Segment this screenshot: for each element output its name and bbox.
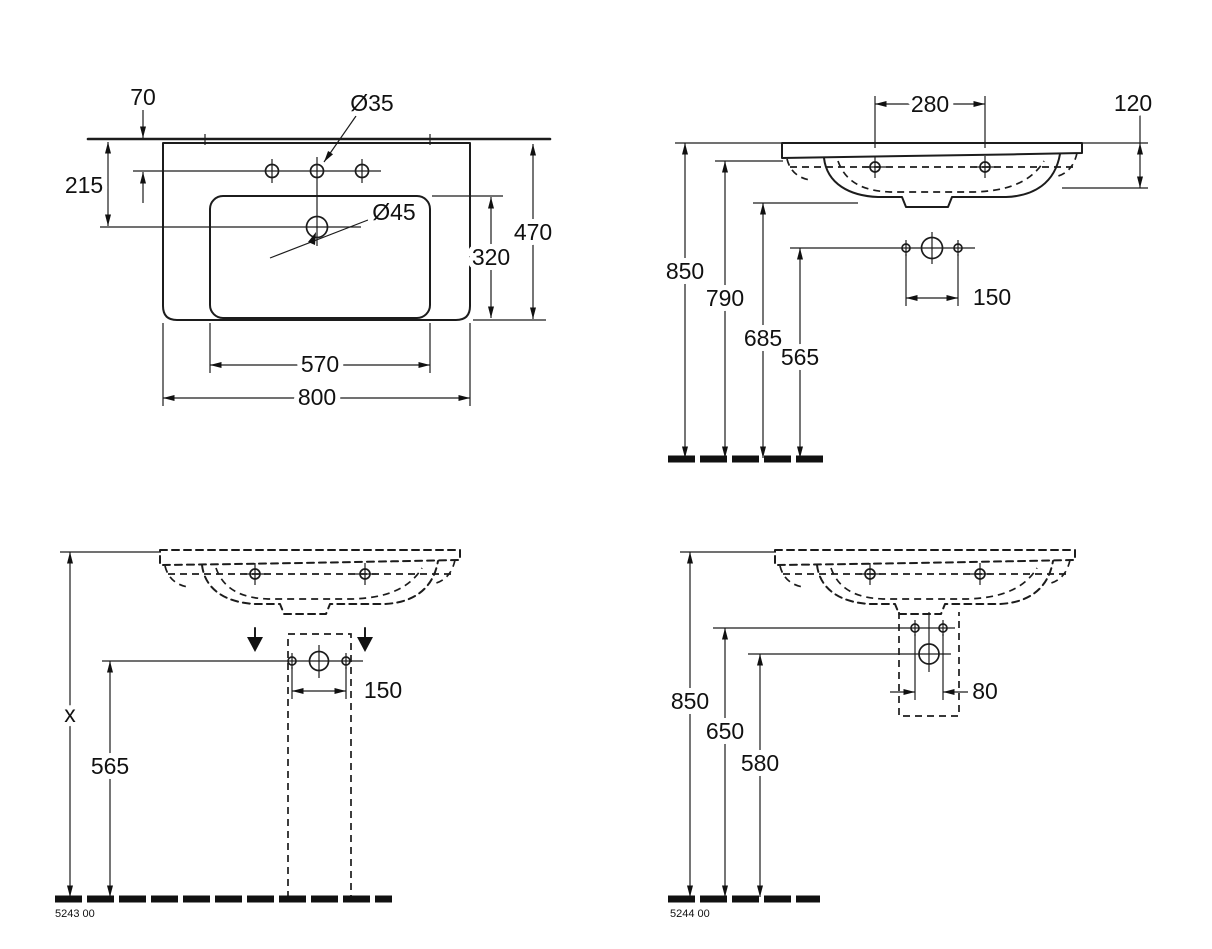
- basin-front-dashed: [774, 549, 1076, 615]
- fastening-arrow-left: [247, 627, 263, 652]
- dim-label-150: 150: [973, 284, 1011, 310]
- dim-label-x: x: [64, 701, 76, 727]
- basin-outline: [162, 142, 471, 321]
- drain-fitting: [102, 645, 363, 678]
- installation-view-pedestal: x 565 150 5243 00: [55, 549, 461, 920]
- dim-label-320: 320: [472, 244, 510, 270]
- inner-bowl-outline: [209, 195, 431, 319]
- siphon-fitting: [713, 612, 955, 672]
- dim-label-280: 280: [911, 91, 949, 117]
- plan-view: 70 215 Ø35 Ø45 320 470 570 800: [60, 79, 557, 415]
- siphon-box-outline: [898, 612, 960, 717]
- faucet-hole-center: [309, 163, 325, 179]
- leader-dia45-arrowhead: [308, 232, 316, 245]
- mounting-hole-right: [969, 563, 991, 585]
- front-elevation-view: 280 120 850 790 685 565 150: [661, 85, 1157, 463]
- mounting-hole-left: [864, 156, 886, 178]
- basin-front-solid: [781, 142, 1083, 208]
- mounting-hole-left: [244, 563, 266, 585]
- dim-label-70: 70: [130, 84, 156, 110]
- drain-circle: [918, 643, 940, 665]
- dim-label-470: 470: [514, 219, 552, 245]
- trap-outline: [287, 633, 352, 898]
- drain-circle: [308, 650, 330, 672]
- dim-label-850: 850: [671, 688, 709, 714]
- dim-label-80: 80: [972, 678, 998, 704]
- dim-label-570: 570: [301, 351, 339, 377]
- dim-label-565: 565: [91, 753, 129, 779]
- drain-hole: [305, 215, 329, 239]
- drain-fitting: [790, 232, 975, 264]
- dim-label-850: 850: [666, 258, 704, 284]
- dim-label-120: 120: [1114, 90, 1152, 116]
- dim-label-685: 685: [744, 325, 782, 351]
- mounting-hole-left: [859, 563, 881, 585]
- model-number: 5244 00: [670, 908, 710, 920]
- dim-label-790: 790: [706, 285, 744, 311]
- dim-label-650: 650: [706, 718, 744, 744]
- drain-circle: [920, 236, 944, 260]
- dim-label-dia35: Ø35: [350, 90, 393, 116]
- basin-front-dashed: [159, 549, 461, 615]
- dim-label-150: 150: [364, 677, 402, 703]
- leader-dia45: [269, 219, 369, 259]
- dim-label-215: 215: [65, 172, 103, 198]
- dim-label-dia45: Ø45: [372, 199, 415, 225]
- model-number: 5243 00: [55, 908, 95, 920]
- fastening-arrow-right: [357, 627, 373, 652]
- installation-view-siphon: 850 650 580 80 5244 00: [666, 549, 1076, 920]
- dim-label-565: 565: [781, 344, 819, 370]
- leader-dia35: [323, 115, 357, 163]
- dim-label-800: 800: [298, 384, 336, 410]
- mounting-hole-right: [354, 563, 376, 585]
- mounting-hole-right: [974, 156, 996, 178]
- dim-label-580: 580: [741, 750, 779, 776]
